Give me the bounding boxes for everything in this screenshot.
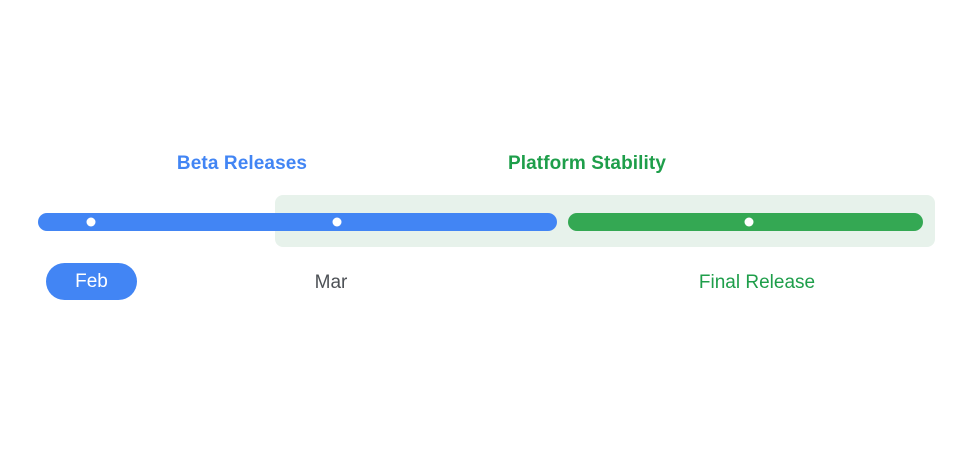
mar-label: Mar xyxy=(314,272,348,293)
final-release-milestone-dot xyxy=(744,217,754,227)
beta-releases-bar xyxy=(38,213,557,231)
feb-milestone-dot xyxy=(86,217,96,227)
final-release-label: Final Release xyxy=(698,272,816,293)
platform-stability-title: Platform Stability xyxy=(507,153,667,174)
mar-milestone-dot xyxy=(332,217,342,227)
feb-label: Feb xyxy=(75,270,108,292)
beta-releases-title: Beta Releases xyxy=(176,153,308,174)
platform-stability-bar xyxy=(568,213,923,231)
feb-label-pill: Feb xyxy=(46,263,137,300)
